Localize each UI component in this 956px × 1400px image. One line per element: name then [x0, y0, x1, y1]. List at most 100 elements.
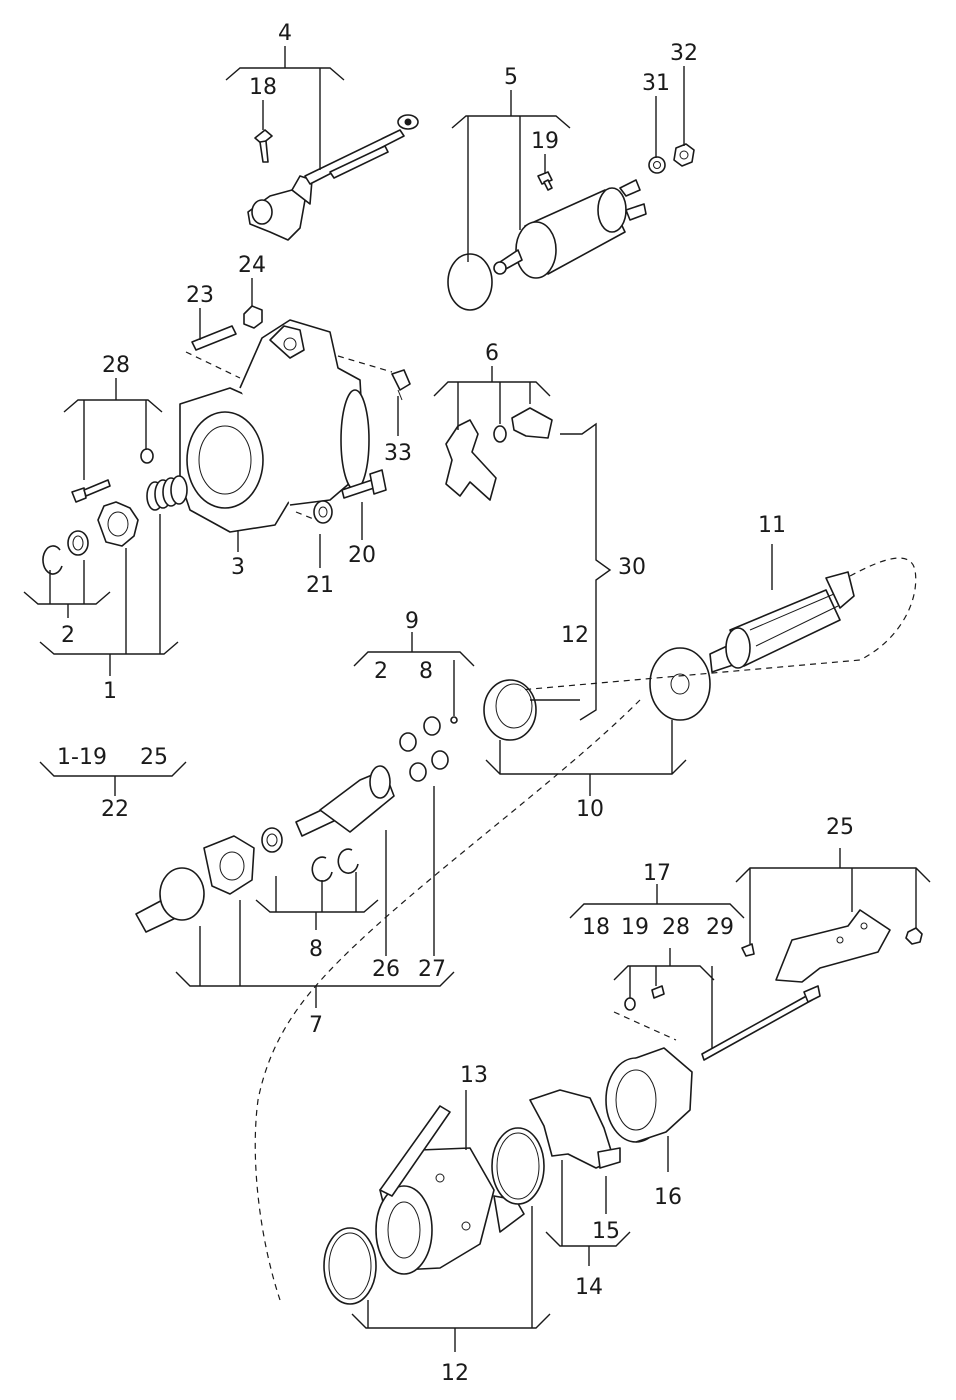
label-5: 5 [504, 65, 518, 90]
label-9: 9 [405, 609, 419, 634]
label-12-mid: 12 [561, 623, 589, 648]
label-4: 4 [278, 21, 292, 46]
label-31: 31 [642, 71, 670, 96]
label-27: 27 [418, 957, 446, 982]
label-8-top: 8 [419, 659, 433, 684]
bracket-7 [175, 786, 455, 1008]
washer-31-part [648, 156, 666, 174]
label-20: 20 [348, 543, 376, 568]
armature-part [709, 571, 855, 673]
label-30: 30 [618, 555, 646, 580]
lever-washer-part [493, 425, 507, 443]
drive-shaft-output-part [135, 867, 205, 933]
plug-33-part [391, 369, 411, 401]
label-15: 15 [592, 1219, 620, 1244]
label-28-left: 28 [102, 353, 130, 378]
pinion-gear-part [97, 501, 139, 547]
nut-25-part [905, 927, 923, 945]
bracket-30 [560, 422, 612, 721]
label-19-top: 19 [531, 129, 559, 154]
label-11: 11 [758, 513, 786, 538]
nut-24-part [243, 305, 263, 329]
bolt-19-part [537, 171, 553, 191]
spring-part [146, 475, 188, 511]
bracket-22 [39, 761, 187, 796]
label-24: 24 [238, 253, 266, 278]
label-32: 32 [670, 41, 698, 66]
brush-holder-part [529, 1089, 621, 1169]
label-2-left: 2 [61, 623, 75, 648]
bolt-20-part [341, 469, 387, 499]
circlip-part [42, 545, 63, 575]
bracket-4 [225, 46, 345, 170]
solenoid-part [447, 179, 647, 311]
bracket-25 [735, 848, 931, 944]
assembly-outline-lower [254, 699, 641, 1301]
bolt-28-part [71, 479, 111, 503]
label-28-right: 28 [662, 915, 690, 940]
bracket-12b [351, 1206, 551, 1352]
end-cover-part [605, 1047, 693, 1143]
bracket-25-part [775, 909, 891, 983]
bolt-18-part [254, 129, 273, 163]
label-6: 6 [485, 341, 499, 366]
label-8-bottom: 8 [309, 937, 323, 962]
ring-part [67, 530, 89, 556]
clip-8-part [311, 848, 359, 882]
cover-dash [613, 1011, 677, 1041]
bracket-28b [613, 948, 715, 1048]
lever-part [445, 419, 497, 501]
label-19-right: 19 [621, 915, 649, 940]
label-21: 21 [306, 573, 334, 598]
label-10: 10 [576, 797, 604, 822]
bracket-2a [23, 560, 111, 618]
label-26: 26 [372, 957, 400, 982]
lever-bracket-part [511, 407, 553, 439]
stud-23-part [191, 325, 237, 351]
planet-gears-part [399, 716, 458, 782]
label-17: 17 [643, 861, 671, 886]
bracket-10 [485, 720, 687, 796]
washer-28-part [140, 448, 154, 464]
through-bolt-part [701, 985, 821, 1061]
bracket-14 [545, 1160, 631, 1266]
label-2-mid: 2 [374, 659, 388, 684]
label-7: 7 [309, 1013, 323, 1038]
label-1: 1 [103, 679, 117, 704]
bracket-6 [433, 366, 551, 430]
ring-10-part [483, 679, 537, 741]
washer-7-part [261, 827, 283, 853]
label-12-bottom: 12 [441, 1361, 469, 1386]
drive-housing-part [179, 319, 370, 533]
bracket-9 [353, 632, 475, 716]
label-18-top: 18 [249, 75, 277, 100]
label-25-right: 25 [826, 815, 854, 840]
label-33: 33 [384, 441, 412, 466]
bolt-28b-part [624, 985, 665, 1011]
label-29: 29 [706, 915, 734, 940]
label-25-left: 25 [140, 745, 168, 770]
label-3: 3 [231, 555, 245, 580]
label-14: 14 [575, 1275, 603, 1300]
bracket-8b [255, 872, 379, 930]
bracket-1 [39, 514, 179, 676]
bolt-25-part [741, 943, 755, 957]
label-1-19: 1-19 [57, 745, 107, 770]
nut-32-part [673, 143, 695, 167]
label-16: 16 [654, 1185, 682, 1210]
assembly-outline-upper [519, 557, 917, 691]
label-13: 13 [460, 1063, 488, 1088]
bracket-5 [451, 90, 571, 262]
oring-large-part [491, 1127, 545, 1205]
cable-bracket-part [247, 114, 419, 241]
cover-disc-part [649, 647, 711, 721]
label-22: 22 [101, 797, 129, 822]
bracket-17 [569, 884, 745, 919]
hub-part [203, 835, 255, 895]
label-18-right: 18 [582, 915, 610, 940]
oring-small-part [323, 1227, 377, 1305]
label-23: 23 [186, 283, 214, 308]
drive-shaft-part [295, 765, 395, 837]
bracket-28a [63, 378, 163, 480]
